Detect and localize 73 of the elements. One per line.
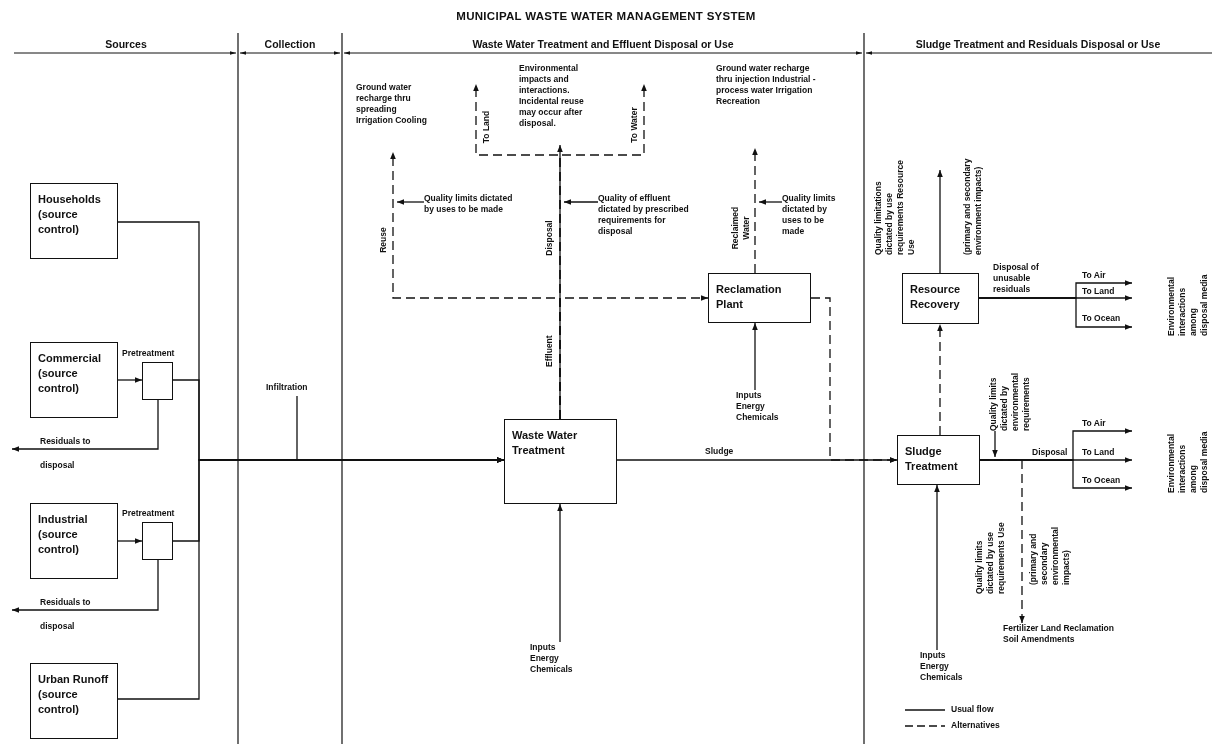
arrow xyxy=(117,377,143,383)
annotation-text: Quality of effluent dictated by prescribed requirements for disposal xyxy=(598,193,698,257)
annotation-text: Inputs Energy Chemicals xyxy=(920,650,976,690)
process-box: Commercial (source control) xyxy=(30,342,118,418)
process-box: Sludge Treatment xyxy=(897,435,980,485)
process-box xyxy=(142,362,173,400)
box-label: Pretreatment xyxy=(122,508,175,519)
process-box: Households (source control) xyxy=(30,183,118,259)
diagram-title: MUNICIPAL WASTE WATER MANAGEMENT SYSTEM xyxy=(455,9,757,24)
arrow xyxy=(557,503,563,643)
edge-label: Sludge xyxy=(705,446,734,457)
note-text: (primary and secondary environmental impacts) xyxy=(1028,525,1072,585)
process-box xyxy=(142,522,173,560)
note-text: (primary and secondary environment impacts) xyxy=(962,157,984,255)
annotation-text: Ground water recharge thru injection Industrial - process water Irrigation Recreation xyxy=(716,63,824,148)
process-box: Resource Recovery xyxy=(902,273,979,324)
annotation-text: Quality limits dictated by uses to be made xyxy=(782,193,844,265)
arrow xyxy=(978,297,1133,330)
edge-label: Reclaimed Water xyxy=(730,205,752,251)
annotation-text: Quality limits dictated by uses to be made xyxy=(424,193,516,233)
section-heading: Waste Water Treatment and Effluent Disposal or Use xyxy=(471,38,735,51)
arrow xyxy=(559,295,709,420)
edge-label: To Ocean xyxy=(1082,313,1121,324)
arrow xyxy=(752,147,758,274)
edge-label: To Air xyxy=(1082,270,1106,281)
annotation-text: Inputs Energy Chemicals xyxy=(736,390,792,430)
arrow xyxy=(296,395,505,463)
annotation-text: Ground water recharge thru spreading Irrigation Cooling xyxy=(356,82,432,152)
legend-label: Usual flow xyxy=(951,704,994,715)
process-box: Industrial (source control) xyxy=(30,503,118,579)
edge-label: To Air xyxy=(1082,418,1106,429)
section-heading: Collection xyxy=(263,38,317,51)
leader-line xyxy=(992,430,998,458)
edge-label: To Land xyxy=(480,109,492,146)
process-box: Waste Water Treatment xyxy=(504,419,617,504)
process-box: Urban Runoff (source control) xyxy=(30,663,118,739)
arrow xyxy=(117,538,143,544)
edge-label: To Ocean xyxy=(1082,475,1121,486)
annotation-text: Infiltration xyxy=(266,382,328,396)
leader-line xyxy=(563,199,599,205)
arrow xyxy=(934,484,940,651)
box-label: Pretreatment xyxy=(122,348,175,359)
edge-label: Residuals to disposal xyxy=(40,596,92,633)
arrow xyxy=(752,322,758,391)
edge-label: Reuse xyxy=(377,226,389,255)
edge-label: To Land xyxy=(1082,447,1115,458)
note-text: Quality limitations dictated by use requirements Resource Use xyxy=(873,159,917,255)
edge-label: To Water xyxy=(628,106,640,145)
edge-label: Disposal xyxy=(543,219,555,258)
legend-label: Alternatives xyxy=(951,720,1000,731)
annotation-text: Inputs Energy Chemicals xyxy=(530,642,586,682)
note-text: Quality limits dictated by use requirements Use xyxy=(973,521,1007,594)
leader-line xyxy=(758,199,783,205)
arrow xyxy=(937,323,943,436)
edge-label: Residuals to disposal xyxy=(40,435,92,472)
annotation-text: Fertilizer Land Reclamation Soil Amendments xyxy=(1003,623,1118,663)
arrow xyxy=(616,457,898,463)
arrow xyxy=(11,399,159,452)
arrow xyxy=(11,559,159,613)
note-text: Disposal xyxy=(1032,447,1068,458)
annotation-text: Environmental impacts and interactions. Incidental reuse may occur after disposal. xyxy=(519,63,603,145)
section-heading: Sources xyxy=(104,38,148,51)
note-text: Effluent xyxy=(543,334,555,367)
leader-line xyxy=(396,199,425,205)
annotation-text: Quality limits dictated by environmental requirements xyxy=(988,359,1032,431)
section-heading: Sludge Treatment and Residuals Disposal or Use xyxy=(914,38,1162,51)
arrow xyxy=(937,169,943,274)
note-text: Environmental interactions among disposal media xyxy=(1166,431,1210,493)
note-text: Disposal of unusable residuals xyxy=(993,262,1040,295)
edge-label: To Land xyxy=(1082,286,1115,297)
note-text: Environmental interactions among disposal media xyxy=(1166,274,1210,336)
process-box: Reclamation Plant xyxy=(708,273,811,323)
arrow xyxy=(979,459,1025,624)
